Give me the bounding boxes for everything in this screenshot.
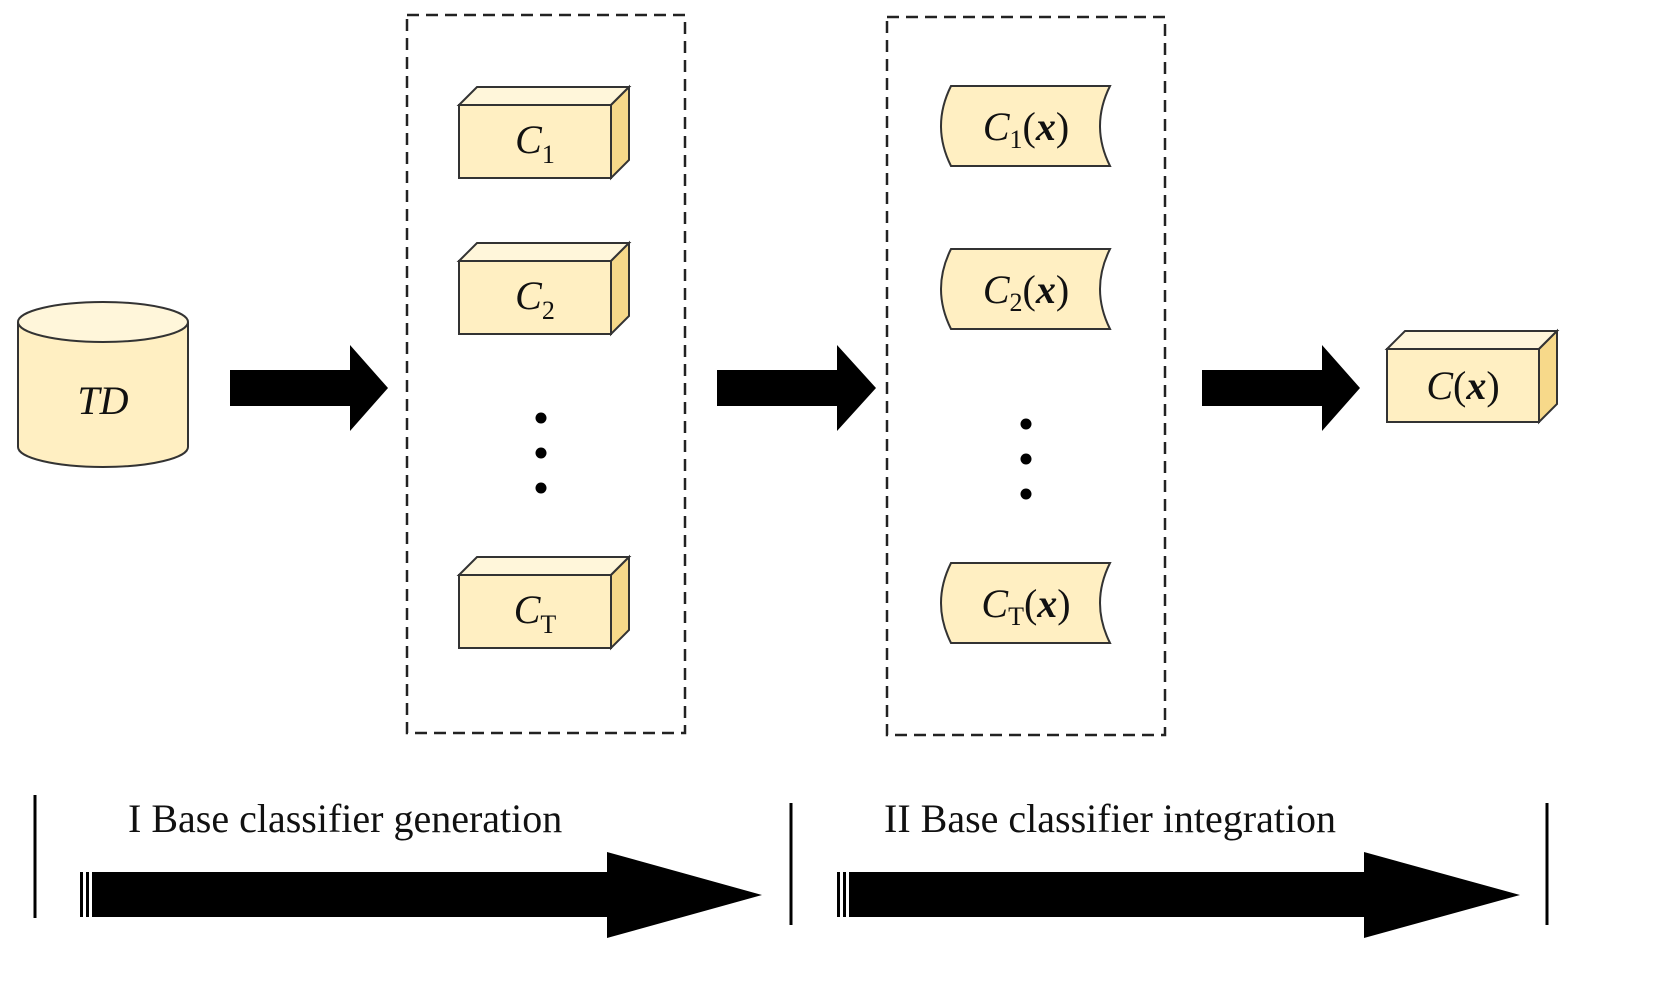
- td-label: TD: [77, 378, 128, 423]
- phase-arrow-generation: [80, 852, 762, 938]
- phase-label-integration: II Base classifier integration: [884, 796, 1336, 841]
- td-database: TD: [17, 301, 189, 468]
- classifier-block-2: C2: [456, 240, 632, 337]
- final-label: C(x): [1426, 363, 1499, 408]
- classifier-block-top: [456, 86, 632, 106]
- classifier-label-2: C2: [515, 273, 555, 325]
- final-block-top: [1384, 330, 1560, 350]
- classifier-label-t: CT: [514, 587, 557, 639]
- output-shape-1: C1(x): [940, 85, 1112, 167]
- arrow-td-to-classifiers: [230, 345, 388, 431]
- stored-data-shape: [940, 85, 1112, 167]
- integration-ellipsis: [1020, 418, 1032, 500]
- classifier-block-front: [458, 574, 612, 649]
- classifier-block-top: [456, 556, 632, 576]
- generation-ellipsis: [535, 412, 547, 494]
- classifier-label-1: C1: [515, 117, 555, 169]
- classifier-block-front: [458, 260, 612, 335]
- phase-arrow-integration: [837, 852, 1520, 938]
- arrow-outputs-to-final: [1202, 345, 1360, 431]
- arrow-classifiers-to-outputs: [717, 345, 876, 431]
- output-label-1: C1(x): [983, 104, 1069, 154]
- phase-timeline: I Base classifier generation II Base cla…: [33, 795, 1549, 938]
- integration-group-box: [885, 15, 1167, 737]
- td-cylinder-body: [17, 322, 189, 468]
- output-shape-2: C2(x): [940, 248, 1112, 330]
- final-block-front: [1386, 348, 1540, 423]
- classifier-block-front: [458, 104, 612, 179]
- td-cylinder-top: [17, 301, 189, 343]
- final-classifier-block: C(x): [1384, 328, 1560, 425]
- phase-label-generation: I Base classifier generation: [128, 796, 562, 841]
- output-label-t: CT(x): [981, 581, 1070, 631]
- classifier-block-1: C1: [456, 84, 632, 181]
- generation-group-box: [405, 13, 687, 735]
- stored-data-shape: [940, 248, 1112, 330]
- classifier-block-top: [456, 242, 632, 262]
- output-label-2: C2(x): [983, 267, 1069, 317]
- classifier-block-t: CT: [456, 554, 632, 651]
- output-shape-t: CT(x): [940, 562, 1112, 644]
- stored-data-shape: [940, 562, 1112, 644]
